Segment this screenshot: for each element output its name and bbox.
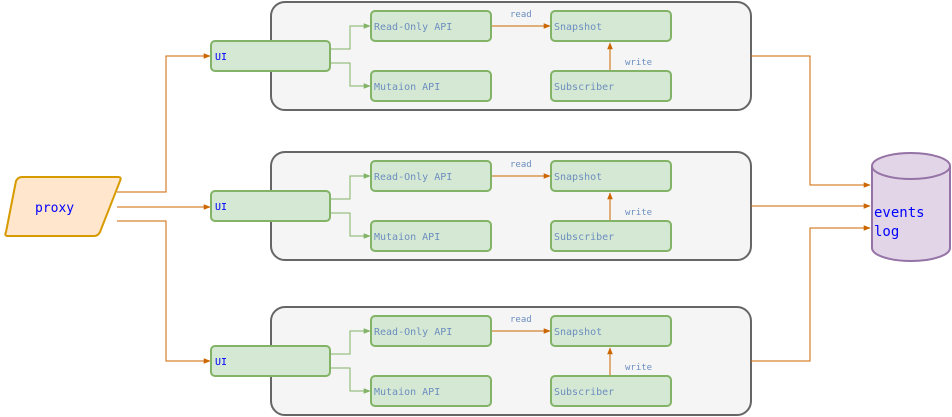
- mutation-api-label: Mutaion API: [374, 82, 440, 93]
- subscriber-node[interactable]: [550, 375, 672, 407]
- read-edge-label: read: [510, 160, 532, 170]
- read-only-api-node[interactable]: [370, 315, 492, 347]
- ui-node-label: UI: [215, 52, 227, 63]
- ui-to-read-only-api-connector-1: [330, 23, 371, 50]
- snapshot-label: Snapshot: [554, 172, 602, 183]
- proxy-to-ui-3-connector: [117, 220, 211, 364]
- read-only-api-label: Read-Only API: [374, 22, 452, 33]
- ui-node-label: UI: [215, 202, 227, 213]
- events-log-label-line2: log: [874, 224, 899, 240]
- read-edge-label: read: [510, 10, 532, 20]
- write-edge-label: write: [625, 58, 652, 68]
- read-only-api-node[interactable]: [370, 160, 492, 192]
- proxy-label: proxy: [35, 201, 74, 216]
- ui-to-read-only-api-connector-2: [330, 173, 371, 200]
- mutation-api-label: Mutaion API: [374, 387, 440, 398]
- snapshot-label: Snapshot: [554, 22, 602, 33]
- events-log-label-line1: events: [874, 205, 925, 221]
- write-edge-label: write: [625, 363, 652, 373]
- snapshot-label: Snapshot: [554, 327, 602, 338]
- mutation-api-label: Mutaion API: [374, 232, 440, 243]
- subscriber-label: Subscriber: [554, 82, 614, 93]
- subscriber-node[interactable]: [550, 70, 672, 102]
- group-2: UI Read-Only API Mutaion API Snapshot Su…: [210, 160, 672, 252]
- read-only-api-label: Read-Only API: [374, 172, 452, 183]
- ui-to-mutation-api-connector-2: [330, 212, 371, 239]
- events-log-node[interactable]: events log: [871, 152, 951, 262]
- snapshot-node[interactable]: [550, 10, 672, 42]
- events-log-cylinder-top: [871, 152, 951, 180]
- write-edge-label: write: [625, 208, 652, 218]
- container-1-to-events-log-connector: [751, 55, 871, 188]
- read-edge-label: read: [510, 315, 532, 325]
- subscriber-label: Subscriber: [554, 387, 614, 398]
- read-only-api-label: Read-Only API: [374, 327, 452, 338]
- ui-node-label: UI: [215, 357, 227, 368]
- ui-node[interactable]: [210, 40, 331, 72]
- proxy-node[interactable]: proxy: [4, 176, 122, 237]
- group-1: UI Read-Only API Mutaion API Snapshot Su…: [210, 10, 672, 102]
- ui-to-read-only-api-connector-3: [330, 328, 371, 355]
- subscriber-node[interactable]: [550, 220, 672, 252]
- ui-to-mutation-api-connector-3: [330, 367, 371, 394]
- group-3: UI Read-Only API Mutaion API Snapshot Su…: [210, 315, 672, 407]
- mutation-api-node[interactable]: [370, 70, 492, 102]
- events-log-cylinder: [871, 166, 951, 262]
- subscriber-label: Subscriber: [554, 232, 614, 243]
- ui-node[interactable]: [210, 345, 331, 377]
- ui-node[interactable]: [210, 190, 331, 222]
- container-3-to-events-log-connector: [751, 225, 871, 362]
- proxy-shape: [4, 176, 122, 237]
- mutation-api-node[interactable]: [370, 375, 492, 407]
- snapshot-node[interactable]: [550, 160, 672, 192]
- mutation-api-node[interactable]: [370, 220, 492, 252]
- read-only-api-node[interactable]: [370, 10, 492, 42]
- ui-to-mutation-api-connector-1: [330, 62, 371, 89]
- snapshot-node[interactable]: [550, 315, 672, 347]
- proxy-to-ui-1-connector: [117, 53, 211, 193]
